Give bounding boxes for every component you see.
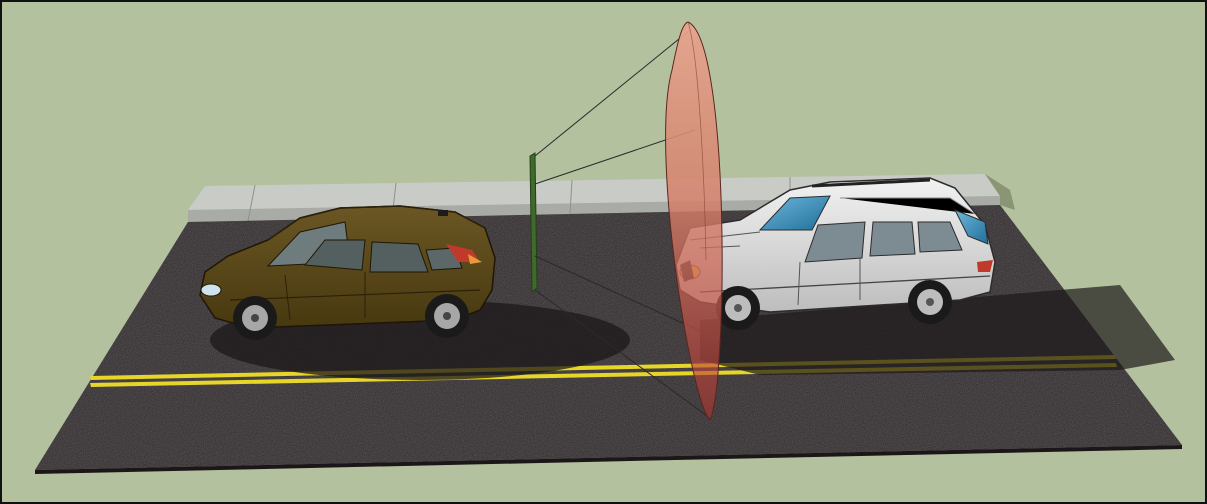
hatchback-front-wheel <box>233 296 277 340</box>
suv-front-wheel <box>716 286 760 330</box>
hatchback-rear-wheel <box>425 294 469 338</box>
suv-rear-wheel <box>908 280 952 324</box>
